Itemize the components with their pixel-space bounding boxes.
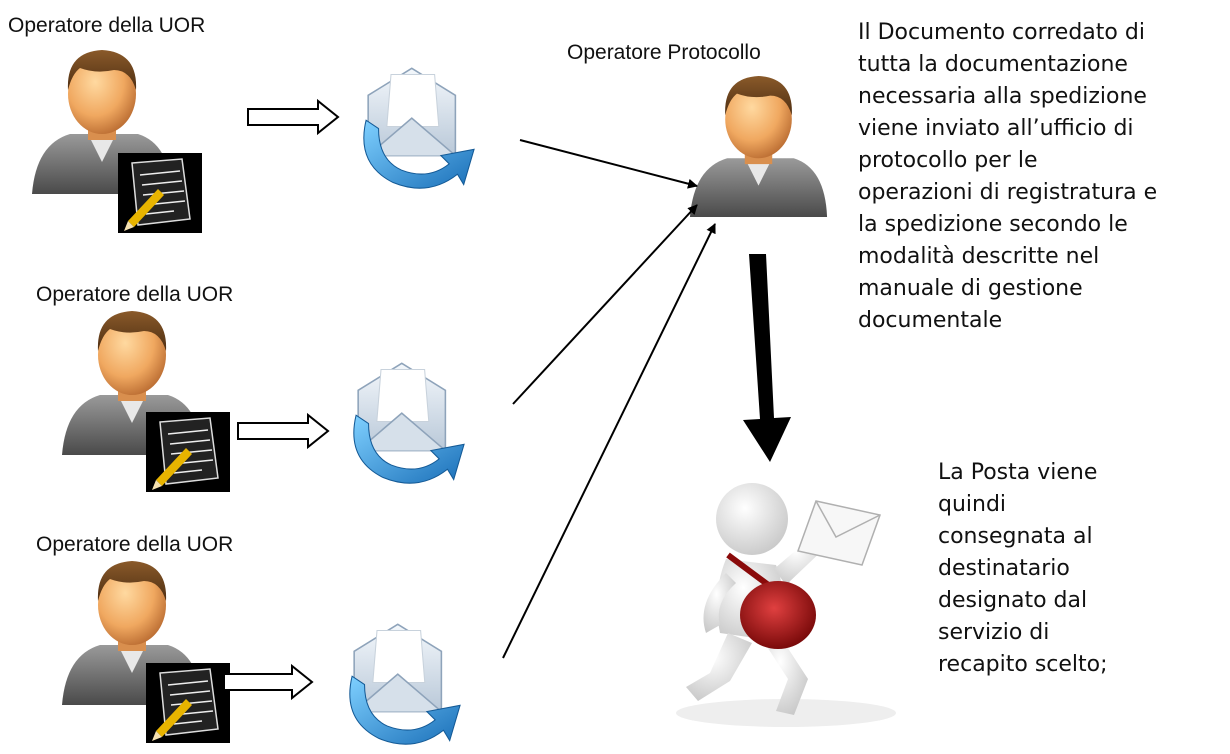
flow-arrow bbox=[502, 223, 716, 659]
operator-label: Operatore della UOR bbox=[8, 14, 206, 37]
mailman-icon bbox=[676, 483, 896, 727]
hollow-arrow bbox=[237, 412, 330, 450]
protocol-operator-label: Operatore Protocollo bbox=[567, 41, 761, 64]
hollow-arrow bbox=[223, 663, 314, 701]
flow-arrow bbox=[512, 204, 698, 405]
delivery-step-description: La Posta viene quindi consegnata al dest… bbox=[938, 460, 1108, 677]
operator-label: Operatore della UOR bbox=[36, 533, 234, 556]
operator-label: Operatore della UOR bbox=[36, 283, 234, 306]
hollow-arrow bbox=[247, 98, 340, 136]
flow-arrow bbox=[519, 139, 698, 189]
bold-down-arrow bbox=[743, 254, 791, 462]
protocol-step-description: Il Documento corredato di tutta la docum… bbox=[858, 20, 1158, 333]
